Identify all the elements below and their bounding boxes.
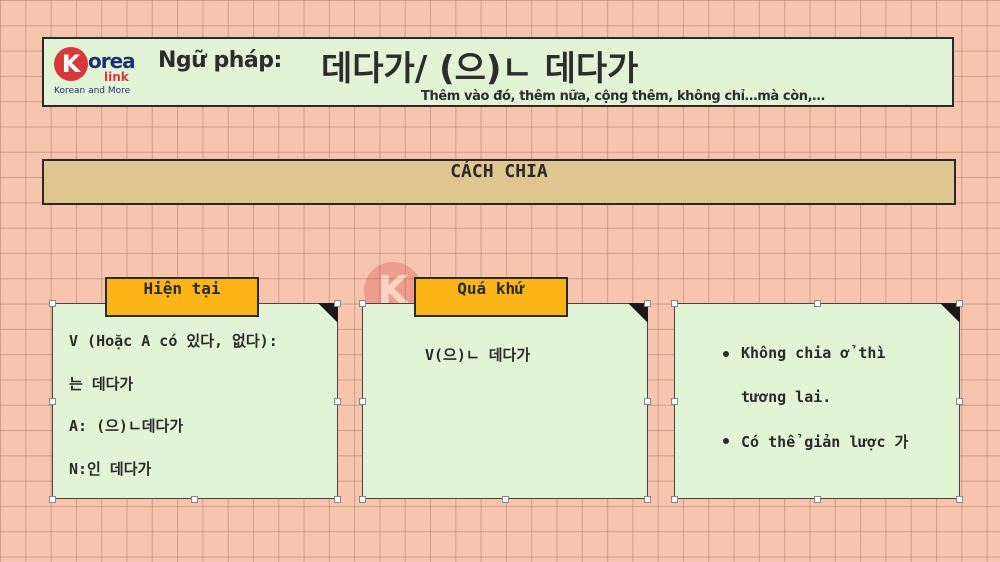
korea-link-logo: K orea link Korean and More xyxy=(52,45,147,101)
resize-handle[interactable] xyxy=(49,300,56,307)
card-past: V(으)ㄴ 데다가 xyxy=(362,303,648,499)
page-fold-icon xyxy=(940,303,960,323)
resize-handle[interactable] xyxy=(502,496,509,503)
card-line: A: (으)ㄴ데다가 xyxy=(69,417,184,435)
resize-handle[interactable] xyxy=(334,398,341,405)
resize-handle[interactable] xyxy=(671,496,678,503)
resize-handle[interactable] xyxy=(644,496,651,503)
resize-handle[interactable] xyxy=(956,398,963,405)
bullet-icon xyxy=(723,351,729,357)
bullet-icon xyxy=(723,438,729,444)
grammar-title: 데다가/ (으)ㄴ 데다가 xyxy=(321,49,639,89)
resize-handle[interactable] xyxy=(191,496,198,503)
page-fold-icon xyxy=(318,303,338,323)
resize-handle[interactable] xyxy=(644,300,651,307)
card-line: N:인 데다가 xyxy=(69,460,152,478)
resize-handle[interactable] xyxy=(359,496,366,503)
card-line: Có thể giản lược 가 xyxy=(741,433,909,451)
card-line: V(으)ㄴ 데다가 xyxy=(425,346,531,364)
card-notes: Không chia ở thì tương lai. Có thể giản … xyxy=(674,303,960,499)
resize-handle[interactable] xyxy=(334,300,341,307)
resize-handle[interactable] xyxy=(334,496,341,503)
resize-handle[interactable] xyxy=(359,300,366,307)
card-line: V (Hoặc A có 있다, 없다): xyxy=(69,332,278,350)
resize-handle[interactable] xyxy=(49,398,56,405)
section-title: CÁCH CHIA xyxy=(42,159,956,205)
resize-handle[interactable] xyxy=(671,398,678,405)
logo-link: link xyxy=(104,70,129,84)
card-line: tương lai. xyxy=(741,388,832,406)
logo-orea: orea xyxy=(88,49,136,73)
resize-handle[interactable] xyxy=(956,300,963,307)
resize-handle[interactable] xyxy=(644,398,651,405)
resize-handle[interactable] xyxy=(359,398,366,405)
resize-handle[interactable] xyxy=(814,496,821,503)
logo-k-mark: K xyxy=(54,47,88,81)
resize-handle[interactable] xyxy=(814,300,821,307)
resize-handle[interactable] xyxy=(956,496,963,503)
logo-tagline: Korean and More xyxy=(54,86,131,96)
card-line: 는 데다가 xyxy=(69,375,134,393)
card-present: V (Hoặc A có 있다, 없다): 는 데다가 A: (으)ㄴ데다가 N… xyxy=(52,303,338,499)
title-header: K orea link Korean and More Ngữ pháp: 데다… xyxy=(42,37,954,107)
resize-handle[interactable] xyxy=(49,496,56,503)
tab-present: Hiện tại xyxy=(105,277,259,317)
grammar-meaning: Thêm vào đó, thêm nữa, cộng thêm, không … xyxy=(421,89,825,104)
resize-handle[interactable] xyxy=(671,300,678,307)
page-fold-icon xyxy=(628,303,648,323)
grammar-label: Ngữ pháp: xyxy=(158,48,282,73)
tab-past: Quá khứ xyxy=(414,277,568,317)
card-line: Không chia ở thì xyxy=(741,344,886,362)
